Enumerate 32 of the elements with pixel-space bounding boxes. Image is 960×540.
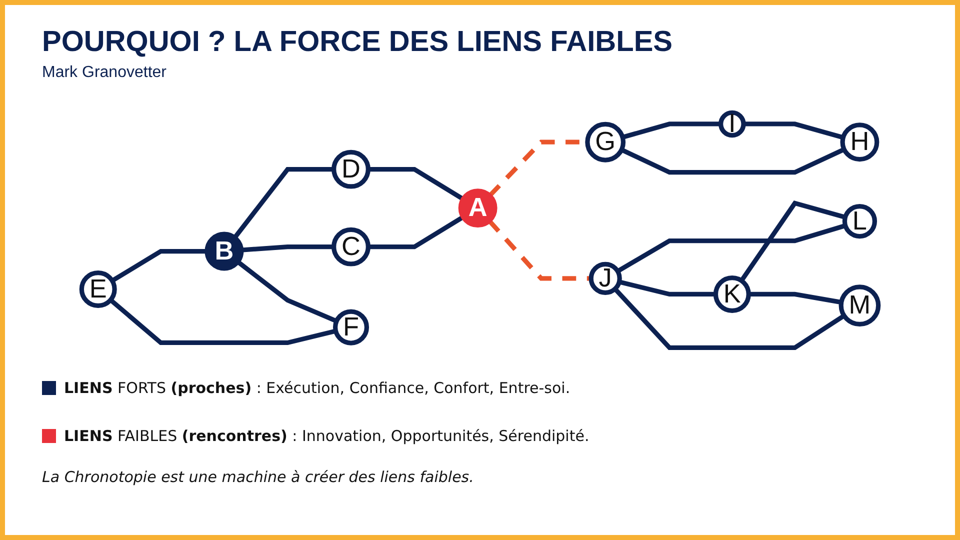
node-circle: E [79, 270, 117, 308]
node-circle: A [458, 188, 498, 228]
connector [368, 215, 464, 250]
connector [618, 280, 716, 297]
connector [748, 292, 842, 305]
node-circle: C [332, 227, 370, 266]
node-circle: D [332, 150, 370, 189]
legend-text: LIENS FAIBLES (rencontres) : Innovation, Opportunités, Sérendipité. [64, 427, 590, 445]
connector [109, 298, 336, 346]
node-circle: G [585, 122, 626, 162]
node-circle: J [588, 262, 622, 296]
connector [616, 223, 846, 274]
node-circle: B [204, 232, 244, 271]
connector [622, 122, 721, 140]
connector [241, 244, 334, 252]
connector [620, 147, 846, 175]
node-circle: I [718, 110, 746, 138]
connector [368, 167, 464, 202]
subtitle: Mark Granovetter [42, 64, 166, 82]
connector [613, 287, 846, 350]
connector [740, 200, 846, 282]
node-circle: H [840, 122, 880, 162]
connector [232, 167, 334, 240]
connector [236, 260, 338, 324]
note-text: La Chronotopie est une machine à créer des liens faibles. [42, 468, 474, 486]
node-circle: K [713, 275, 751, 313]
node-circle: M [838, 284, 881, 326]
connector [744, 122, 844, 140]
title: POURQUOI ? LA FORCE DES LIENS FAIBLES [42, 26, 673, 59]
legend-text: LIENS FORTS (proches) : Exécution, Confiance, Confort, Entre-soi. [64, 379, 570, 397]
node-circle: L [842, 204, 878, 239]
node-circle: F [332, 309, 370, 346]
